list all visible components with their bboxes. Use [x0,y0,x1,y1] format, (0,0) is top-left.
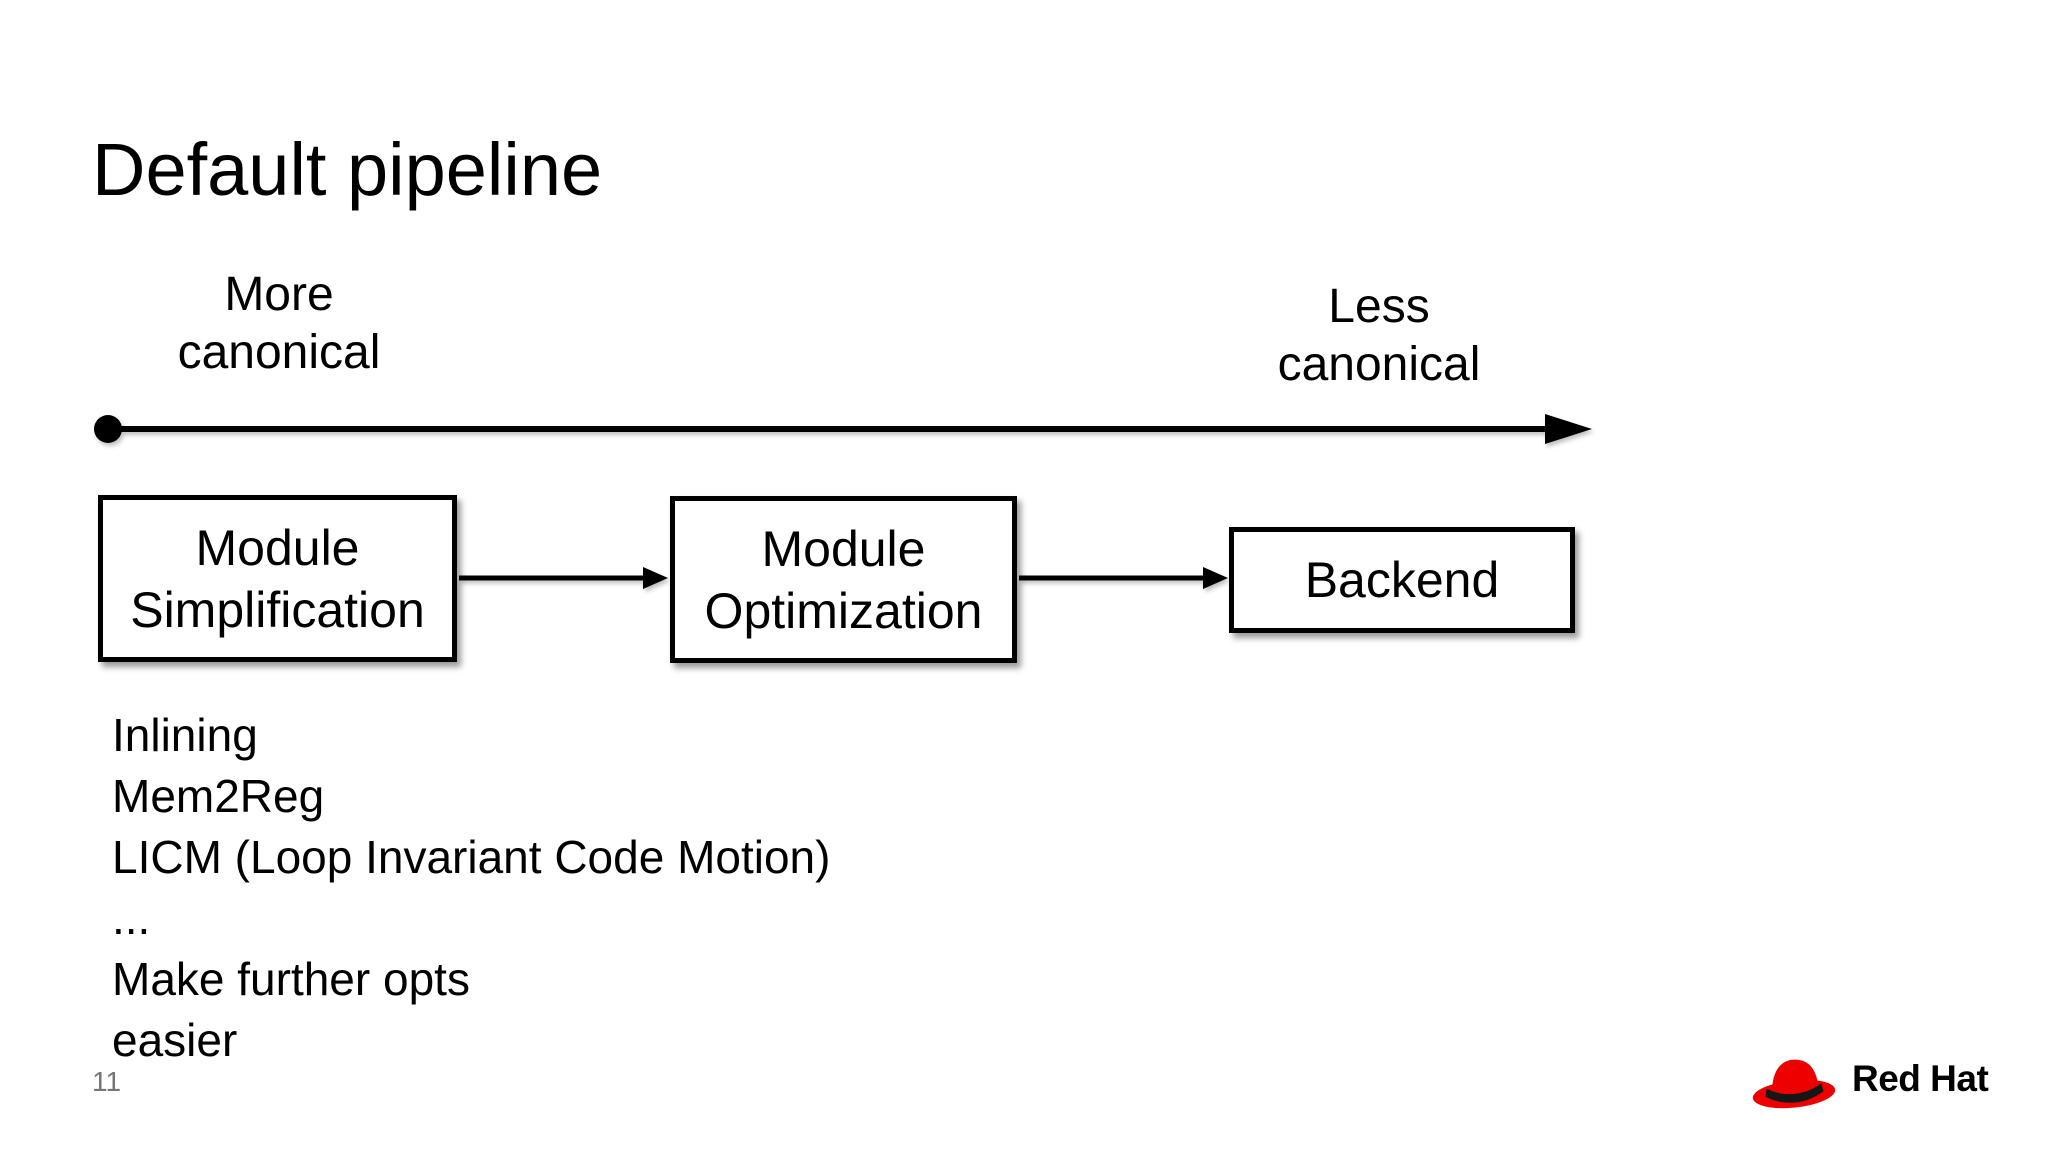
arrowhead-icon [1203,567,1228,589]
axis-label-line: canonical [1277,338,1481,391]
pass-list-item: ... [112,892,151,944]
flow-arrow-2 [1019,567,1228,589]
pass-list-item: Make further opts [112,953,470,1005]
pass-list-item: easier [112,1014,238,1066]
fedora-icon [1752,1059,1836,1109]
stage-box-label: Module Optimization [705,518,983,642]
pass-list-item: LICM (Loop Invariant Code Motion) [112,831,831,883]
axis-label-line: Less [1328,280,1430,333]
axis-label-line: canonical [177,326,381,379]
stage-box-label-line: Backend [1304,552,1500,608]
arrowhead-icon [1545,414,1592,444]
stage-box-module-simplification: Module Simplification [98,495,457,662]
red-hat-logo: Red Hat [1750,1046,1989,1112]
stage-box-label-line: Optimization [704,582,983,639]
page-title: Default pipeline [92,128,603,211]
pass-list-item: Inlining [112,709,258,761]
pass-list-item: Mem2Reg [112,770,325,822]
pass-list: Inlining Mem2Reg LICM (Loop Invariant Co… [112,705,830,1071]
logo-wordmark: Red Hat [1852,1058,1989,1099]
stage-box-label-line: Module [761,520,926,577]
page-number: 11 [92,1066,122,1097]
arrowhead-icon [643,567,668,589]
stage-box-label-line: Simplification [130,581,425,638]
flow-arrow-1 [459,567,668,589]
stage-box-label-line: Module [195,519,360,576]
stage-box-label: Backend [1305,549,1500,611]
axis-label-less-canonical: Less canonical [1219,278,1539,394]
canonical-axis-arrow [94,414,1592,444]
stage-box-module-optimization: Module Optimization [670,496,1017,663]
stage-box-backend: Backend [1229,527,1575,633]
axis-label-more-canonical: More canonical [119,266,439,382]
stage-box-label: Module Simplification [130,517,425,641]
axis-label-line: More [224,268,334,321]
